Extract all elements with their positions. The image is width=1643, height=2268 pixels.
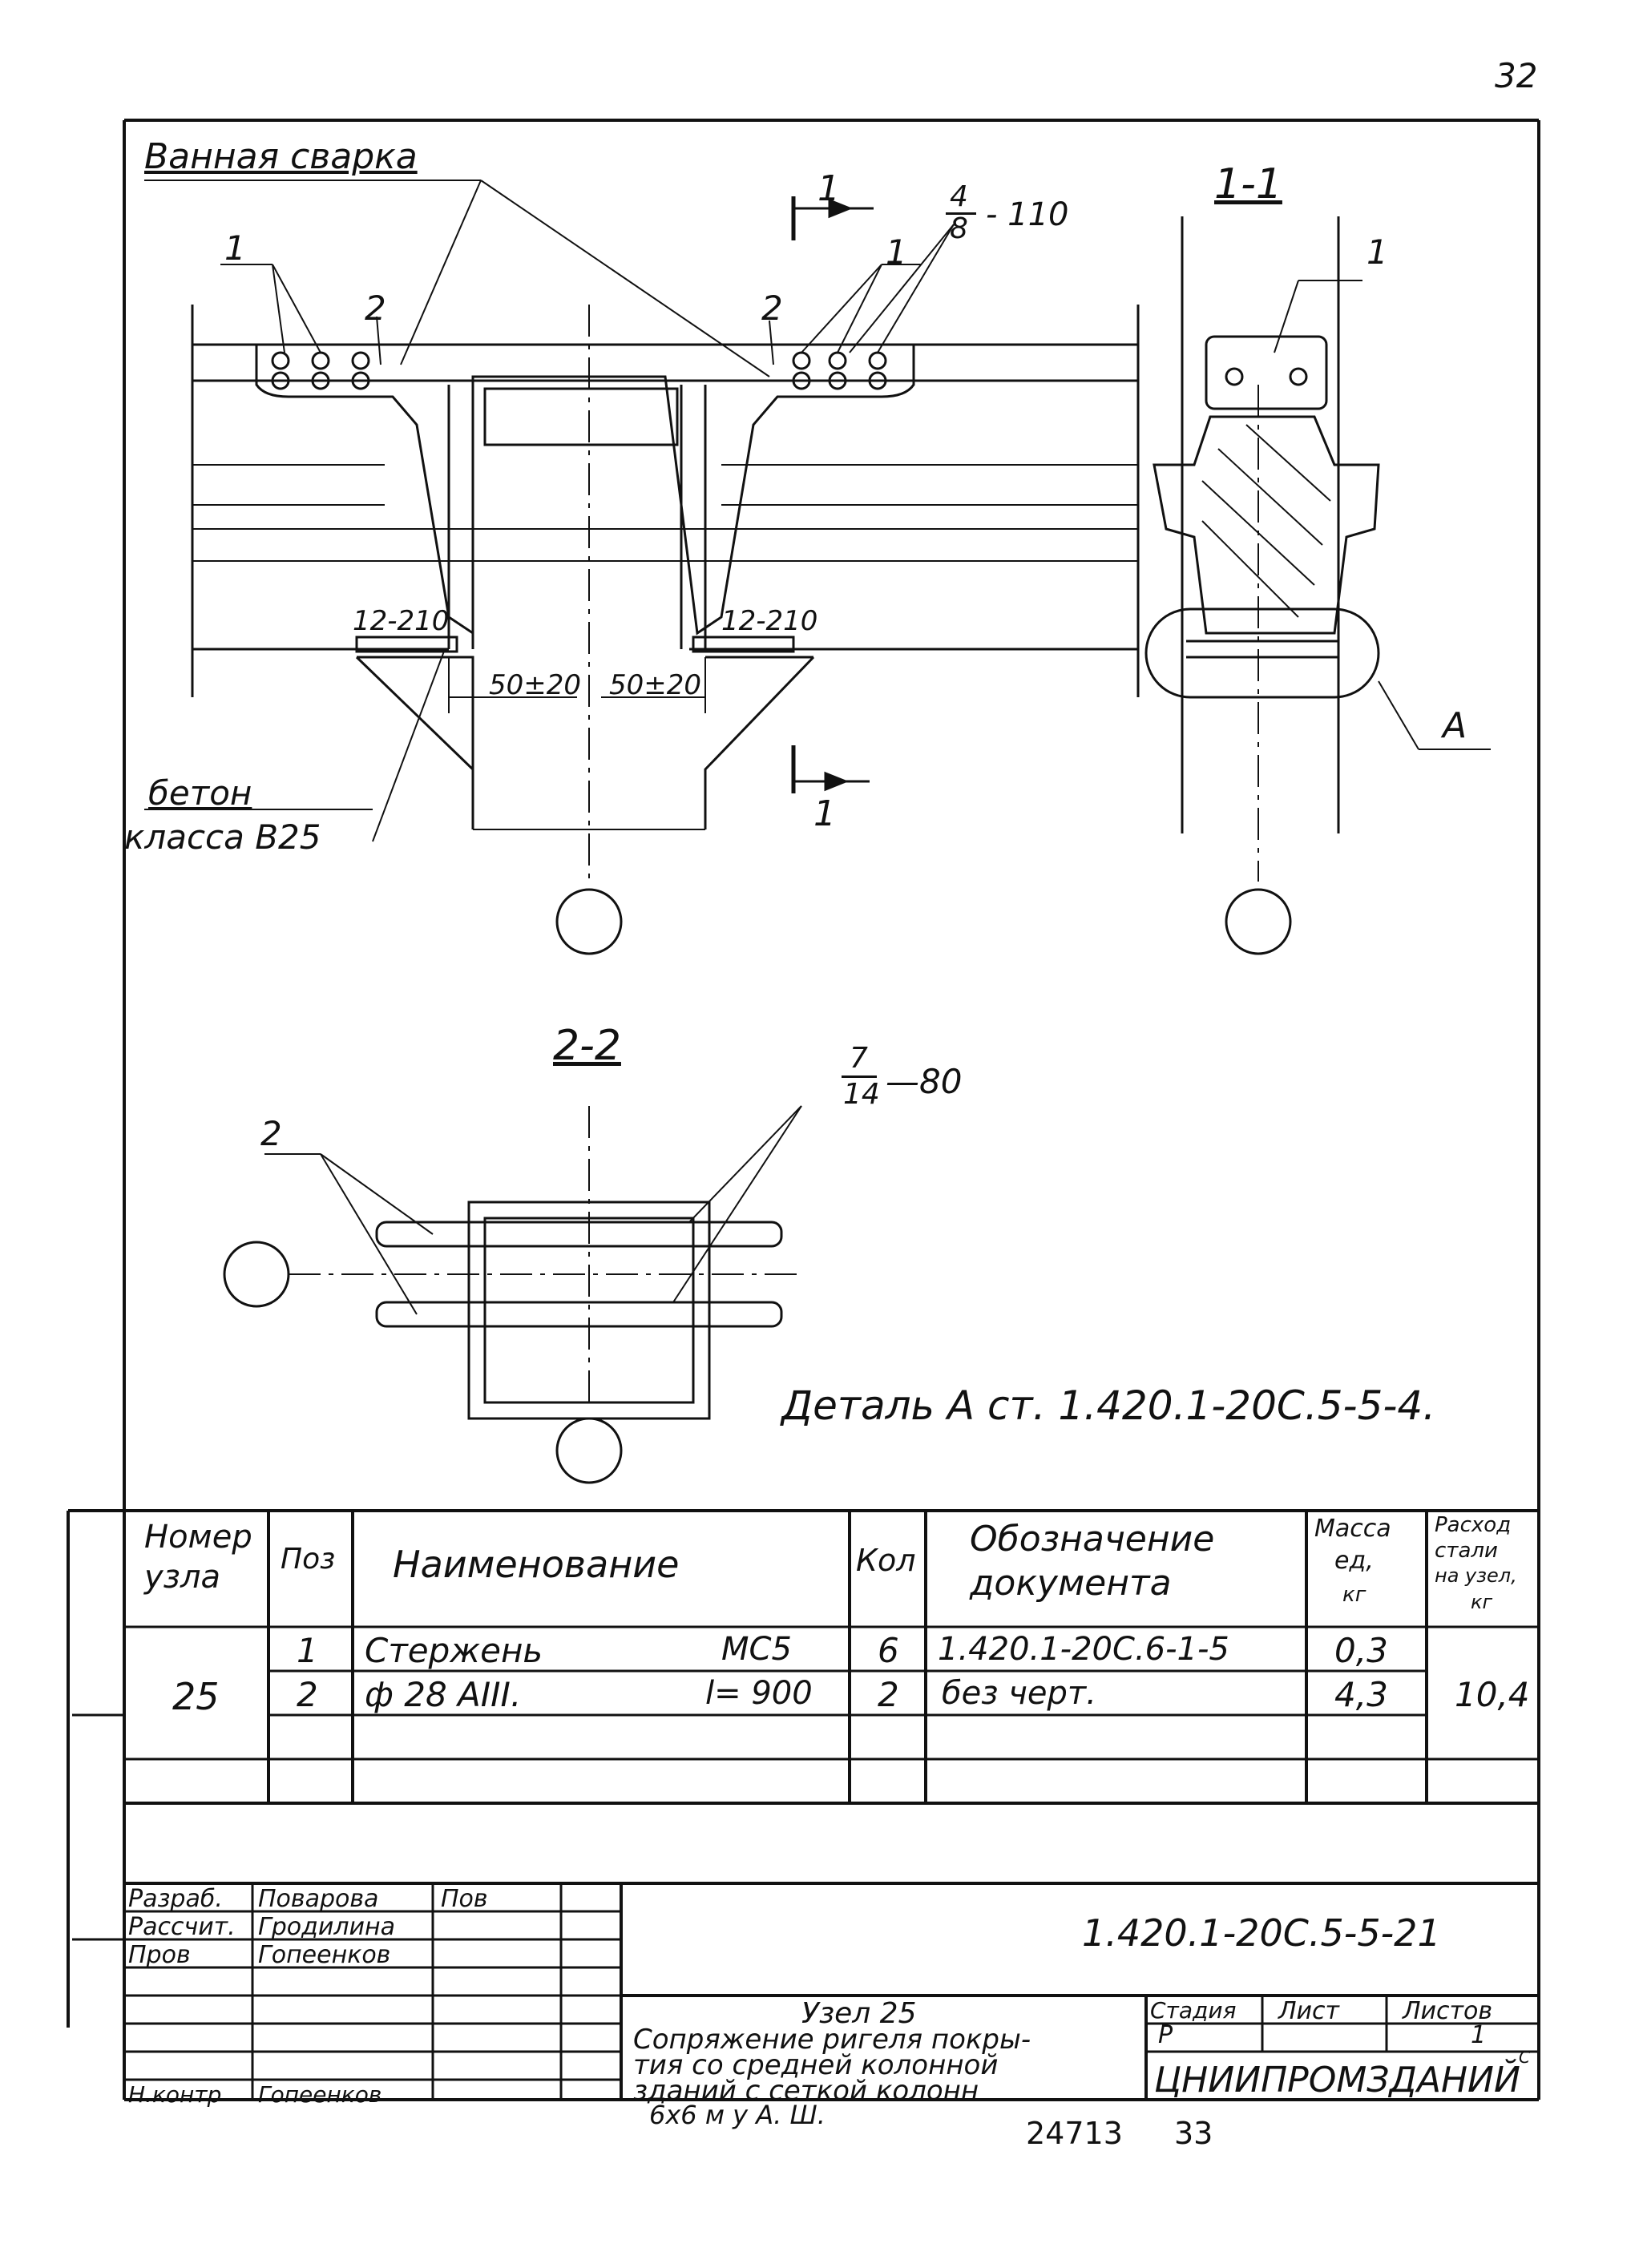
table-row-1-pos: 1 [297, 1631, 318, 1670]
role-developer: Разраб. [128, 1885, 223, 1913]
table-row-1-mark: МС5 [721, 1631, 792, 1668]
dim-right-label: 50±20 [609, 669, 702, 701]
fraction-top-den: 8 [950, 212, 968, 245]
header-steel-line2: стали [1435, 1539, 1498, 1563]
sheet-label: Лист [1278, 1997, 1340, 2025]
footer-page: 33 [1174, 2116, 1213, 2151]
name-calculated: Гродилина [258, 1913, 396, 1941]
stage-label: Стадия [1150, 1997, 1237, 2024]
name-developer: Поварова [258, 1885, 379, 1913]
header-doc-line2: документа [970, 1563, 1172, 1604]
header-steel-line4: кг [1471, 1591, 1493, 1613]
detail-ref-label: A [1443, 705, 1467, 746]
table-row-2-name: ф 28 АIII. [365, 1675, 522, 1714]
fraction-bottom-num: 7 [850, 1042, 868, 1075]
weld-note: Ванная сварка [144, 136, 418, 177]
table-row-2-doc: без черт. [942, 1675, 1096, 1712]
header-node-line2: узла [144, 1559, 221, 1596]
title-line-5: 6х6 м у А. Ш. [649, 2100, 826, 2130]
fraction-top-tail: - 110 [986, 196, 1069, 233]
weld-right-label: 12-210 [721, 605, 818, 637]
table-row-1-doc: 1.420.1-20С.6-1-5 [938, 1631, 1229, 1668]
pos-1-right-label: 1 [886, 232, 907, 272]
signature-developer: Пов [441, 1885, 488, 1913]
section-2-2-pos-2: 2 [260, 1114, 282, 1153]
fraction-top-num: 4 [950, 180, 968, 213]
header-steel-line3: на узел, [1435, 1564, 1517, 1587]
pos-2-left-label: 2 [365, 289, 386, 328]
fraction-bottom-bar [842, 1075, 877, 1078]
dim-left-label: 50±20 [489, 669, 582, 701]
table-row-2-qty: 2 [878, 1675, 899, 1714]
section-mark-top: 1 [817, 168, 840, 209]
doc-code: 1.420.1-20С.5-5-21 [1082, 1911, 1441, 1955]
section-1-1-view [1144, 216, 1491, 955]
section-2-2-title: 2-2 [553, 1022, 621, 1070]
organization-name: ЦНИИПРОМЗДАНИЙ [1154, 2060, 1520, 2101]
table-row-2-mass: 4,3 [1334, 1675, 1388, 1714]
table-row-1-qty: 6 [878, 1631, 899, 1670]
pos-1-left-label: 1 [224, 228, 246, 268]
header-pos: Поз [281, 1543, 336, 1576]
sheets-value: 1 [1471, 2021, 1487, 2049]
header-steel-line1: Расход [1435, 1513, 1512, 1537]
concrete-note-line2: класса В25 [124, 817, 321, 857]
role-checked: Пров [128, 1941, 191, 1969]
sheet-frame [123, 119, 1540, 2101]
sheet-number: 32 [1495, 56, 1538, 95]
header-mass-line1: Масса [1314, 1515, 1391, 1543]
section-1-1-pos-1: 1 [1366, 232, 1388, 272]
sheets-label: Листов [1403, 1997, 1493, 2025]
node-number: 25 [172, 1675, 220, 1718]
role-calculated: Рассчит. [128, 1913, 236, 1941]
stage-value: Р [1158, 2021, 1173, 2049]
header-mass-line2: ед, [1334, 1547, 1374, 1575]
section-1-1-title: 1-1 [1214, 160, 1282, 208]
table-row-2-pos: 2 [297, 1675, 318, 1714]
spec-table-grid [67, 1509, 1539, 2028]
inventory-number: 24713 [1026, 2116, 1123, 2151]
header-node-line1: Номер [144, 1519, 252, 1556]
detail-note: Деталь А ст. 1.420.1-20С.5-5-4. [781, 1382, 1436, 1429]
header-name: Наименование [393, 1543, 680, 1586]
title-line-1: Узел 25 [801, 1997, 917, 2030]
name-checked: Гопеенков [258, 1941, 391, 1969]
table-row-1-name: Стержень [365, 1631, 543, 1670]
steel-total: 10,4 [1455, 1675, 1530, 1714]
title-line-3: тия со средней колонной [633, 2049, 999, 2081]
main-elevation-view [144, 180, 1140, 955]
header-mass-line3: кг [1342, 1583, 1366, 1607]
title-block-grid [72, 1713, 1539, 2100]
header-doc-line1: Обозначение [970, 1519, 1215, 1560]
organization-sup: С [1519, 2048, 1530, 2067]
weld-left-label: 12-210 [353, 605, 450, 637]
title-line-2: Сопряжение ригеля покры- [633, 2024, 1031, 2056]
table-row-1-mass: 0,3 [1334, 1631, 1388, 1670]
title-line-4: зданий с сеткой колонн [633, 2075, 979, 2107]
name-norm-control: Гопеенков [258, 2081, 382, 2108]
concrete-note-line1: бетон [148, 773, 252, 813]
table-row-2-mark: l= 900 [705, 1675, 813, 1712]
pos-2-right-label: 2 [761, 289, 783, 328]
fraction-bottom-tail: —80 [886, 1062, 963, 1101]
section-2-2-view [223, 1105, 802, 1484]
header-qty: Кол [856, 1543, 916, 1578]
fraction-top-bar [946, 212, 976, 215]
section-mark-bottom: 1 [813, 793, 836, 834]
fraction-bottom-den: 14 [843, 1078, 880, 1111]
role-norm-control: Н.контр [128, 2081, 222, 2108]
